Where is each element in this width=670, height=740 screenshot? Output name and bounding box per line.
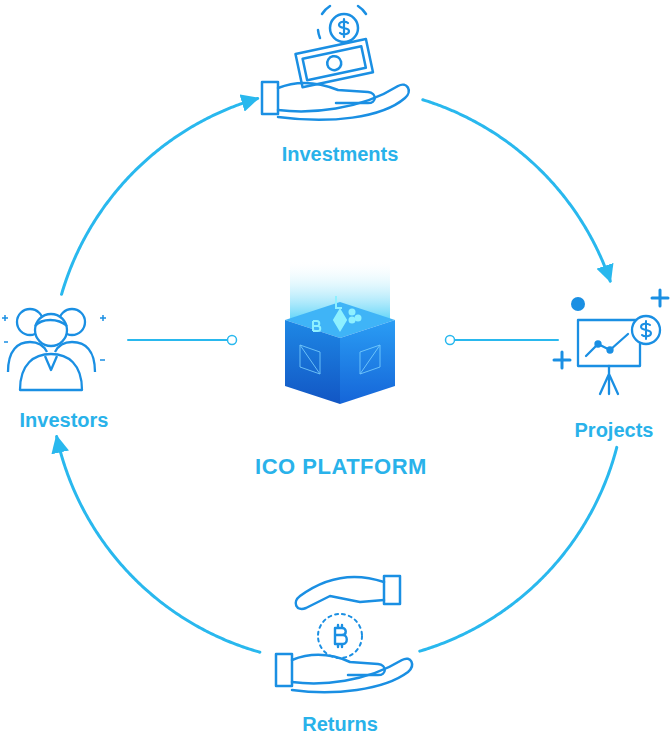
returns-icon — [276, 576, 412, 692]
icon-node: ICO PLATFORM — [236, 262, 446, 480]
node-label: Investments — [262, 142, 418, 166]
cycle-connector — [128, 339, 232, 341]
icon-node: Investors — [4, 300, 124, 432]
node-label: Returns — [265, 712, 415, 736]
investors-icon — [2, 309, 106, 390]
cycle-connector — [450, 339, 558, 341]
node-label: ICO PLATFORM — [236, 454, 446, 480]
icon-node: Projects — [562, 286, 666, 442]
cycle-connector — [423, 100, 610, 281]
cycle-connector — [420, 447, 617, 651]
ico-cube — [285, 258, 395, 404]
node-label: Investors — [4, 408, 124, 432]
icon-node: Investments — [262, 2, 418, 166]
cycle-connector — [62, 98, 258, 294]
node-label: Projects — [562, 418, 666, 442]
icon-node: Returns — [265, 570, 415, 736]
cycle-connector — [57, 437, 260, 653]
investments-icon — [262, 6, 409, 120]
projects-icon — [554, 290, 668, 394]
